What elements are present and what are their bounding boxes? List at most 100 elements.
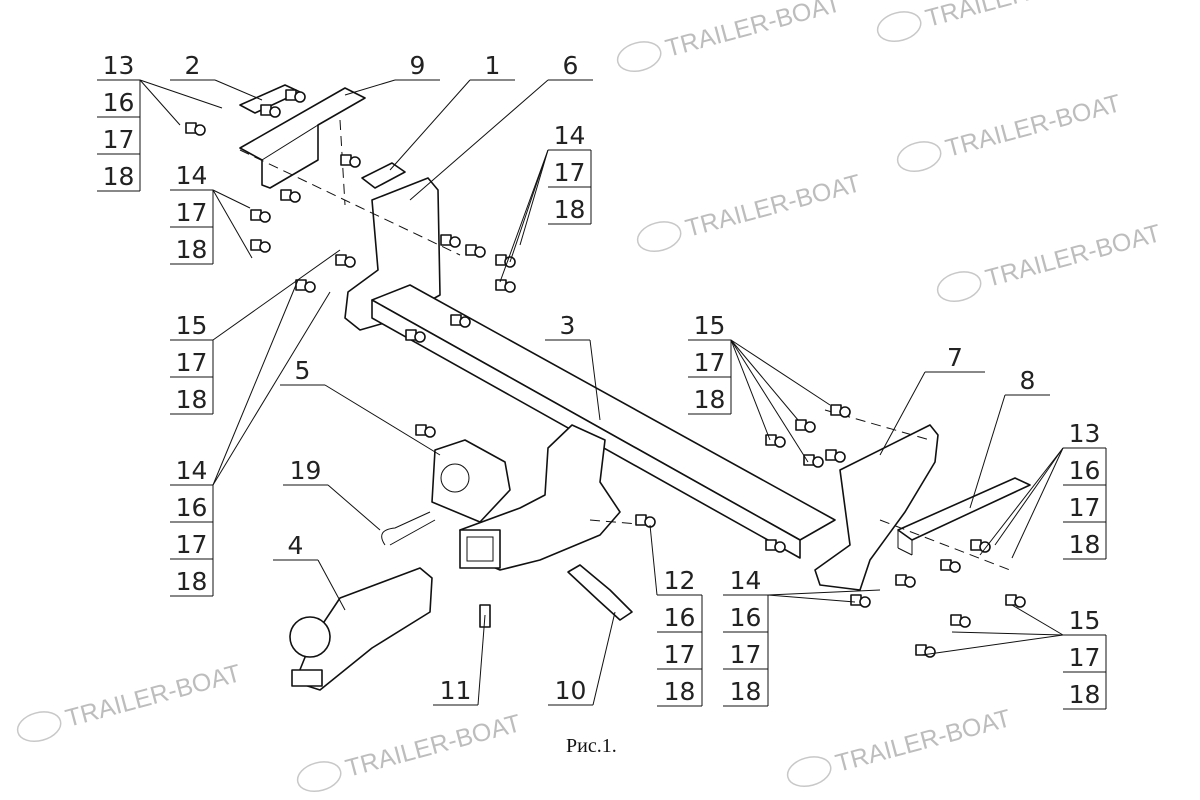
leader-line: [317, 559, 346, 611]
boat-logo-icon: [876, 11, 922, 43]
watermark-text: TRAILER-BOAT: [983, 219, 1164, 293]
callout-number: 6: [563, 51, 579, 80]
callout-19: 19: [283, 456, 381, 531]
bolt-icon: [450, 314, 471, 328]
callout-number: 14: [176, 456, 208, 485]
watermark: TRAILER-BOAT: [936, 219, 1164, 303]
leader-line: [969, 394, 1006, 509]
part-bracket-7: [814, 424, 939, 591]
watermark: TRAILER-BOAT: [636, 169, 864, 253]
callout-number: 18: [730, 677, 762, 706]
callout-number: 19: [290, 456, 322, 485]
part-plate-1: [361, 162, 406, 189]
leader-line: [212, 291, 331, 486]
leader-line: [592, 611, 616, 706]
part-bracket-9: [239, 87, 366, 189]
callout-number: 4: [288, 531, 304, 560]
leader-line: [327, 484, 381, 531]
bolt-icon: [940, 559, 961, 573]
leader-line: [979, 447, 1064, 556]
callout-number: 17: [176, 530, 208, 559]
callout-number: 17: [1069, 493, 1101, 522]
callout-number: 13: [103, 51, 135, 80]
callout-8: 8: [969, 366, 1050, 509]
leader-line: [499, 149, 549, 283]
callout-number: 12: [664, 566, 696, 595]
leader-line: [324, 384, 441, 456]
figure-caption: Рис.1.: [566, 735, 617, 757]
watermark: TRAILER-BOAT: [16, 659, 244, 743]
callout-number: 16: [176, 493, 208, 522]
callout-number: 9: [410, 51, 426, 80]
callout-number: 16: [664, 603, 696, 632]
callout-number: 18: [176, 385, 208, 414]
leader-line: [212, 279, 299, 486]
leader-line: [730, 339, 799, 421]
bolt-icon: [465, 244, 486, 258]
leader-line: [389, 79, 471, 171]
leader-line: [730, 339, 809, 463]
bolt-icon: [825, 449, 846, 463]
bolt-icon: [765, 434, 786, 448]
callout-number: 17: [176, 198, 208, 227]
watermark-text: TRAILER-BOAT: [343, 709, 524, 783]
leader-line: [212, 189, 253, 259]
part-socket-bracket-5: [431, 439, 511, 523]
callout-number: 17: [103, 125, 135, 154]
fasteners: [185, 89, 1026, 658]
boat-logo-icon: [786, 756, 832, 788]
leader-line: [879, 371, 926, 456]
callout-14: 14 16 17 18: [170, 279, 331, 597]
leader-line: [730, 339, 771, 441]
callout-15: 15 17 18: [170, 249, 341, 415]
callout-number: 7: [947, 343, 963, 372]
watermark: TRAILER-BOAT: [296, 709, 524, 793]
boat-logo-icon: [296, 761, 342, 793]
bolt-icon: [440, 234, 461, 248]
boat-logo-icon: [936, 271, 982, 303]
leader-line: [214, 79, 263, 101]
bolt-icon: [250, 209, 271, 223]
callout-number: 8: [1020, 366, 1036, 395]
part-plate-8: [897, 477, 1031, 541]
leader-line: [477, 614, 486, 706]
callout-number: 18: [176, 567, 208, 596]
boat-logo-icon: [616, 41, 662, 73]
leader-line: [1011, 604, 1064, 636]
bolt-icon: [250, 239, 271, 253]
bolt-icon: [803, 454, 824, 468]
bolt-icon: [970, 539, 991, 553]
bolt-icon: [340, 154, 361, 168]
leader-line: [1011, 447, 1064, 559]
callout-11: 11: [433, 614, 486, 706]
callout-4: 4: [273, 531, 346, 611]
callout-number: 18: [664, 677, 696, 706]
callout-number: 14: [730, 566, 762, 595]
callout-number: 17: [176, 348, 208, 377]
leader-line: [139, 79, 181, 126]
callout-number: 16: [103, 88, 135, 117]
watermark-text: TRAILER-BOAT: [63, 659, 244, 733]
callout-number: 1: [485, 51, 501, 80]
bolt-icon: [260, 104, 281, 118]
callout-number: 18: [554, 195, 586, 224]
callout-number: 16: [730, 603, 762, 632]
watermark-text: TRAILER-BOAT: [943, 89, 1124, 163]
leader-line: [994, 447, 1064, 546]
bolt-icon: [1005, 594, 1026, 608]
leader-line: [767, 589, 881, 596]
callout-9: 9: [344, 51, 440, 96]
leader-line: [344, 79, 396, 96]
bolt-icon: [850, 594, 871, 608]
leader-line: [212, 249, 341, 341]
bolt-icon: [635, 514, 656, 528]
callout-number: 15: [176, 311, 208, 340]
callout-number: 17: [694, 348, 726, 377]
callout-number: 16: [1069, 456, 1101, 485]
